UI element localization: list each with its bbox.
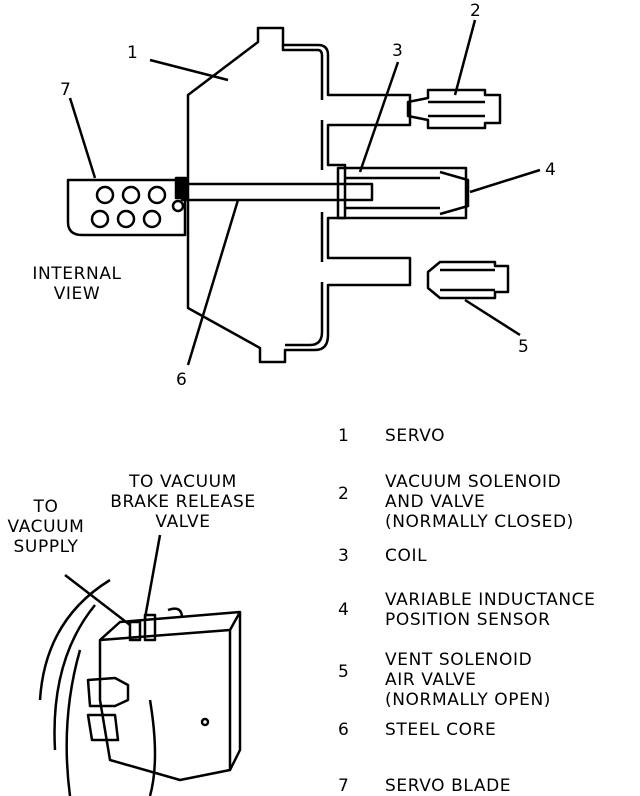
to-vacuum-supply-label: TO VACUUM SUPPLY [7, 497, 85, 557]
legend-number: 5 [338, 662, 349, 682]
legend-text: COIL [385, 546, 428, 566]
servo-blade [66, 178, 187, 237]
legend-text: SERVO [385, 426, 446, 446]
to-vacuum-brake-release-label: TO VACUUM BRAKE RELEASE VALVE [110, 472, 256, 532]
internal-view-label: INTERNAL VIEW [32, 264, 122, 304]
legend-text: STEEL CORE [385, 720, 497, 740]
legend-text: VARIABLE INDUCTANCE POSITION SENSOR [385, 590, 596, 630]
legend-number: 1 [338, 426, 349, 446]
legend-text: SERVO BLADE [385, 776, 512, 796]
coil [336, 166, 468, 220]
legend-item: 5 VENT SOLENOID AIR VALVE (NORMALLY OPEN… [330, 650, 551, 710]
legend-item: 2 VACUUM SOLENOID AND VALVE (NORMALLY CL… [330, 472, 574, 532]
legend-number: 3 [338, 546, 349, 566]
callout-2: 2 [470, 1, 481, 21]
legend-item: 3 COIL [330, 546, 427, 566]
callout-7: 7 [60, 80, 71, 100]
callout-5: 5 [518, 337, 529, 357]
legend-text: VENT SOLENOID AIR VALVE (NORMALLY OPEN) [385, 650, 552, 710]
callout-4: 4 [545, 160, 556, 180]
legend-text: VACUUM SOLENOID AND VALVE (NORMALLY CLOS… [385, 472, 574, 532]
legend-number: 7 [338, 776, 349, 796]
callout-6: 6 [176, 370, 187, 390]
callout-3: 3 [392, 41, 403, 61]
callout-1: 1 [127, 43, 138, 63]
legend-number: 4 [338, 600, 349, 620]
legend-item: 4 VARIABLE INDUCTANCE POSITION SENSOR [330, 590, 595, 630]
legend-item: 7 SERVO BLADE [330, 776, 511, 796]
legend-item: 1 SERVO [330, 426, 445, 446]
steel-core [180, 182, 374, 202]
vent-solenoid-valve [426, 260, 510, 300]
legend-number: 6 [338, 720, 349, 740]
legend-number: 2 [338, 484, 349, 504]
servo-installed-drawing [38, 534, 242, 796]
legend-item: 6 STEEL CORE [330, 720, 496, 740]
vacuum-solenoid-valve [406, 88, 502, 130]
